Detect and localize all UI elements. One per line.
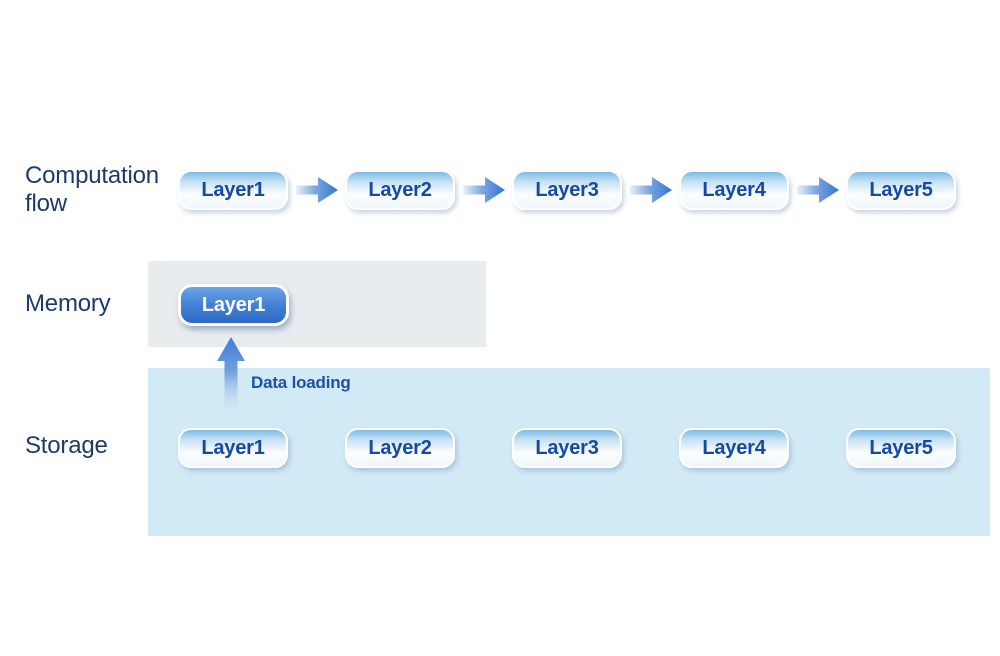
storage-layer-1: Layer1 [178, 428, 288, 468]
flow-layer-2: Layer2 [345, 170, 455, 210]
right-arrow-icon [630, 177, 672, 203]
storage-layer-5: Layer5 [846, 428, 956, 468]
storage-layer-3: Layer3 [512, 428, 622, 468]
storage-label: Storage [25, 432, 108, 459]
storage-layer-4: Layer4 [679, 428, 789, 468]
data-loading-annotation: Data loading [251, 373, 351, 392]
flow-layer-4: Layer4 [679, 170, 789, 210]
right-arrow-icon [296, 177, 338, 203]
right-arrow-icon [797, 177, 839, 203]
storage-layer-2: Layer2 [345, 428, 455, 468]
flow-layer-5: Layer5 [846, 170, 956, 210]
computation-flow-label: Computation flow [25, 162, 159, 217]
right-arrow-icon [463, 177, 505, 203]
flow-layer-3: Layer3 [512, 170, 622, 210]
up-arrow-icon [217, 337, 245, 413]
memory-label: Memory [25, 290, 111, 317]
memory-loaded-layer: Layer1 [178, 284, 289, 326]
flow-layer-1: Layer1 [178, 170, 288, 210]
